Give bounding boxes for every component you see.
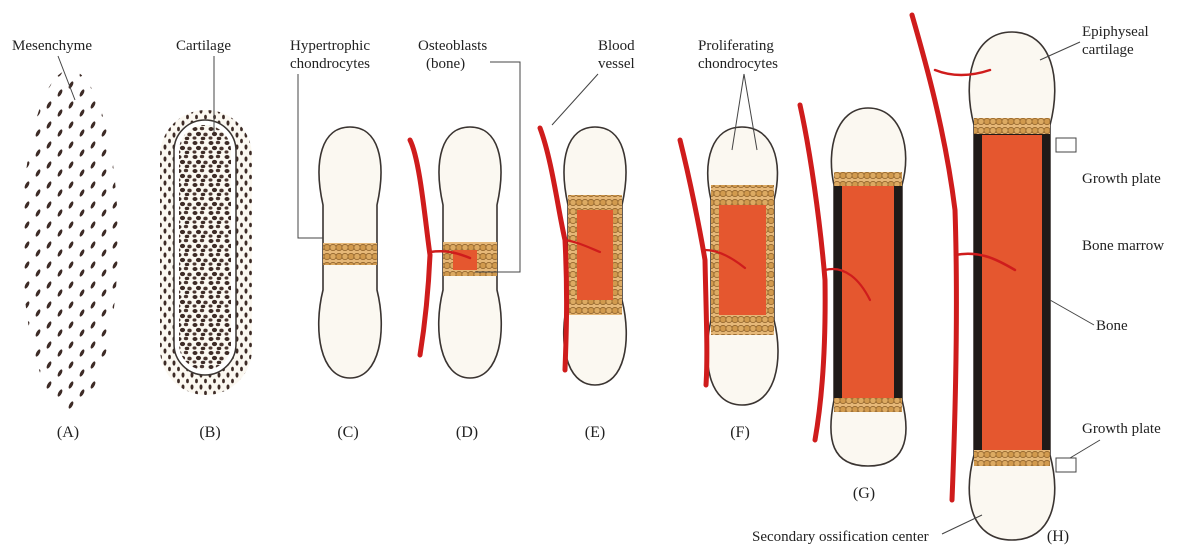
stage-c-hypertrophic [319, 127, 382, 378]
cartilage-model [179, 125, 231, 370]
stage-g-secondary [800, 105, 906, 466]
marrow-cavity-g [842, 185, 894, 400]
growth-plate-g-bottom [834, 398, 902, 412]
stage-label-f: (F) [730, 424, 750, 441]
blood-vessel-e [540, 128, 567, 370]
leader-blood-vessel [552, 74, 598, 125]
stage-label-b: (B) [199, 424, 220, 441]
blood-vessel-h [912, 15, 956, 500]
bracket-growth-plate-top [1056, 138, 1076, 152]
stage-label-a: (A) [57, 424, 79, 441]
label-hypertrophic-2: chondrocytes [290, 56, 370, 72]
label-secondary-ossification: Secondary ossification center [752, 529, 929, 545]
leader-secondary-ossification [942, 515, 982, 534]
leader-hypertrophic [298, 74, 323, 238]
label-osteoblasts-2: (bone) [426, 56, 465, 72]
stage-a-mesenchyme [22, 70, 118, 410]
label-cartilage: Cartilage [176, 38, 231, 54]
marrow-cavity-f [719, 205, 766, 315]
stage-f-proliferating [680, 127, 778, 405]
label-epiphyseal-2: cartilage [1082, 42, 1134, 58]
marrow-cavity-e [577, 210, 613, 300]
growth-plate-h-top [974, 118, 1050, 134]
stage-label-e: (E) [585, 424, 605, 441]
mesenchyme-cells [22, 70, 118, 410]
label-mesenchyme: Mesenchyme [12, 38, 92, 54]
label-epiphyseal-1: Epiphyseal [1082, 24, 1149, 40]
blood-vessel-d [410, 140, 430, 355]
leader-bone [1050, 300, 1094, 325]
growth-plate-h-bottom [974, 450, 1050, 466]
label-growth-plate-bottom: Growth plate [1082, 421, 1161, 437]
label-blood-2: vessel [598, 56, 635, 72]
growth-plate-g-top [834, 172, 902, 186]
stage-label-h: (H) [1047, 528, 1069, 545]
blood-vessel-f [680, 140, 707, 385]
bracket-growth-plate-bottom [1056, 458, 1076, 472]
stage-h-mature [912, 15, 1055, 540]
leader-growth-plate-bottom [1070, 440, 1100, 458]
stage-d-osteoblasts [410, 127, 501, 378]
stage-labels: (A) (B) (C) (D) (E) (F) (G) (H) [57, 424, 1069, 545]
hypertrophic-band [323, 243, 377, 265]
stage-e-primary-ossification [540, 127, 626, 385]
label-osteoblasts-1: Osteoblasts [418, 38, 487, 54]
stage-label-d: (D) [456, 424, 478, 441]
blood-vessel-g [800, 105, 825, 440]
label-bone: Bone [1096, 318, 1128, 334]
stage-label-c: (C) [337, 424, 358, 441]
stage-b-cartilage [160, 110, 252, 395]
label-growth-plate-top: Growth plate [1082, 171, 1161, 187]
label-proliferating-1: Proliferating [698, 38, 774, 54]
label-proliferating-2: chondrocytes [698, 56, 778, 72]
label-bone-marrow: Bone marrow [1082, 238, 1164, 254]
stage-label-g: (G) [853, 485, 875, 502]
marrow-cavity-h [982, 135, 1042, 455]
label-hypertrophic-1: Hypertrophic [290, 38, 370, 54]
label-blood-1: Blood [598, 38, 635, 54]
